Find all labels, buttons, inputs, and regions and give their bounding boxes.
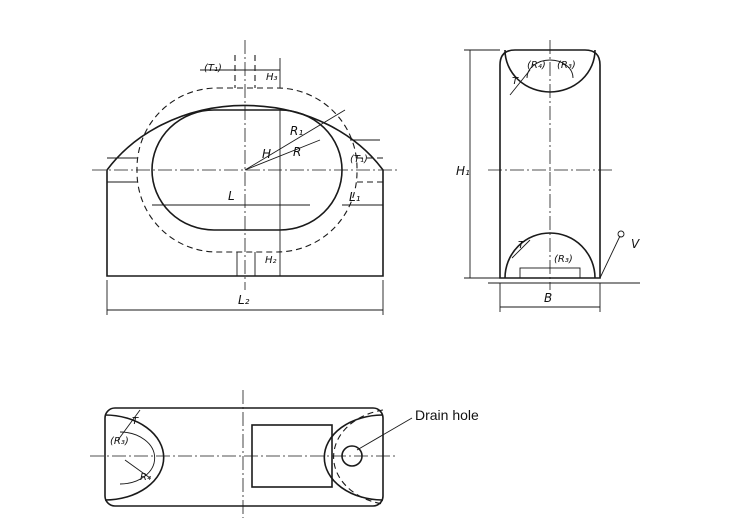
dim-R1-line [244,109,346,171]
label-R: R [293,145,301,159]
side-outer-outline [499,49,601,279]
label-R4-plan: R₄ [140,472,151,483]
label-T-side-bottom: T [518,240,525,251]
drain-hole-leader [356,417,413,451]
label-R3-plan: (R₃) [110,436,129,447]
plan-right-groove [323,414,384,501]
label-H1: H₁ [456,164,470,178]
front-bottom-port [236,252,256,276]
label-T-side-top: T [512,76,519,87]
label-H3: H₃ [266,72,278,83]
label-L1: L₁ [349,190,361,204]
label-T1-top: (T₁) [204,63,222,74]
label-R1: R₁ [290,124,303,138]
label-V: V [631,237,640,251]
V-symbol-circle [617,230,625,238]
label-B: B [544,291,552,305]
front-outer-outline [106,104,384,277]
side-view: T (R₄) (R₃) H₁ T (R₃) V B [456,40,640,312]
front-view: (T₁) H₃ R₁ R H (T₁) L L₁ H₂ L₂ [92,40,398,315]
front-top-port [234,55,256,88]
plan-left-inner [119,431,156,485]
front-right-port [357,157,383,183]
label-T1-side: (T₁) [350,154,368,165]
plan-right-hidden [333,409,384,505]
drain-hole-label: Drain hole [415,407,479,423]
label-R4-side: (R₄) [527,60,546,71]
front-left-port [107,157,137,183]
V-leader [599,235,621,279]
plan-view: (R₃) T R₄ Drain hole [90,390,479,518]
label-R3-side-top: (R₃) [557,60,576,71]
label-T-plan: T [132,416,139,427]
plan-outer-outline [104,407,384,507]
label-L: L [228,189,235,203]
dim-R-line [244,139,321,171]
label-H: H [262,147,271,161]
label-L2: L₂ [238,293,250,307]
plan-left-groove [104,414,165,501]
label-R3-side-bottom: (R₃) [554,254,573,265]
label-H2: H₂ [265,255,277,266]
